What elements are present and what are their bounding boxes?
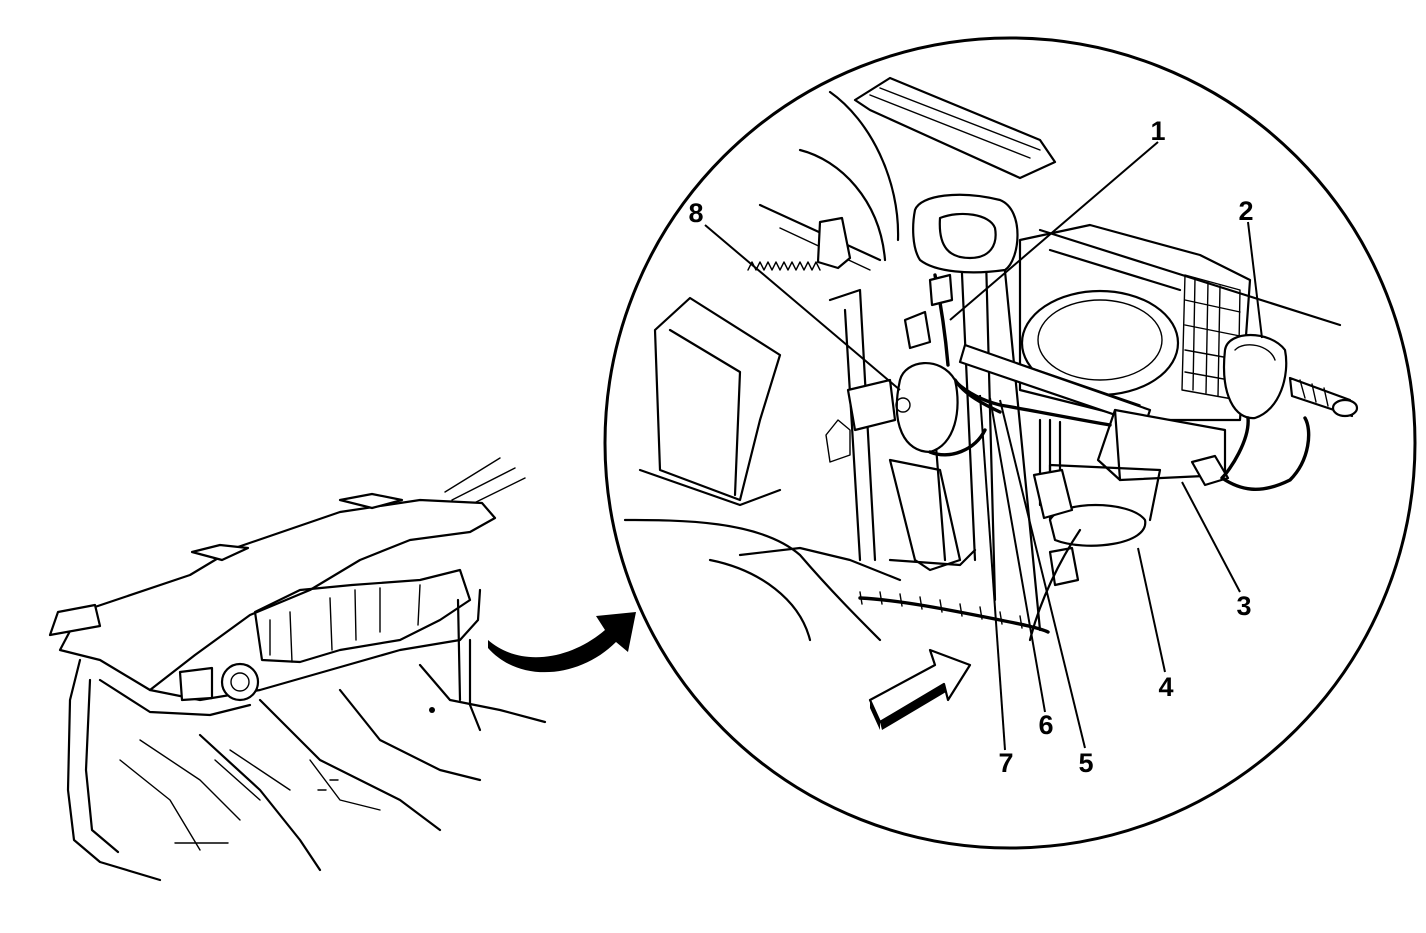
- callout-3: 3: [1236, 591, 1251, 621]
- callout-leader-lines: [704, 141, 1263, 751]
- callout-7: 7: [998, 748, 1013, 778]
- callout-4: 4: [1158, 672, 1173, 702]
- detail-pointer-arrow: [488, 612, 636, 673]
- callout-2: 2: [1238, 196, 1253, 226]
- callout-6: 6: [1038, 710, 1053, 740]
- callout-8: 8: [688, 198, 703, 228]
- detail-magnified-view: 1 2 3 4 5 6 7 8: [603, 36, 1417, 850]
- callout-numbers: 1 2 3 4 5 6 7 8: [688, 116, 1253, 778]
- callout-5: 5: [1078, 748, 1093, 778]
- vehicle-overview-drawing: [48, 457, 547, 882]
- callout-1: 1: [1150, 116, 1165, 146]
